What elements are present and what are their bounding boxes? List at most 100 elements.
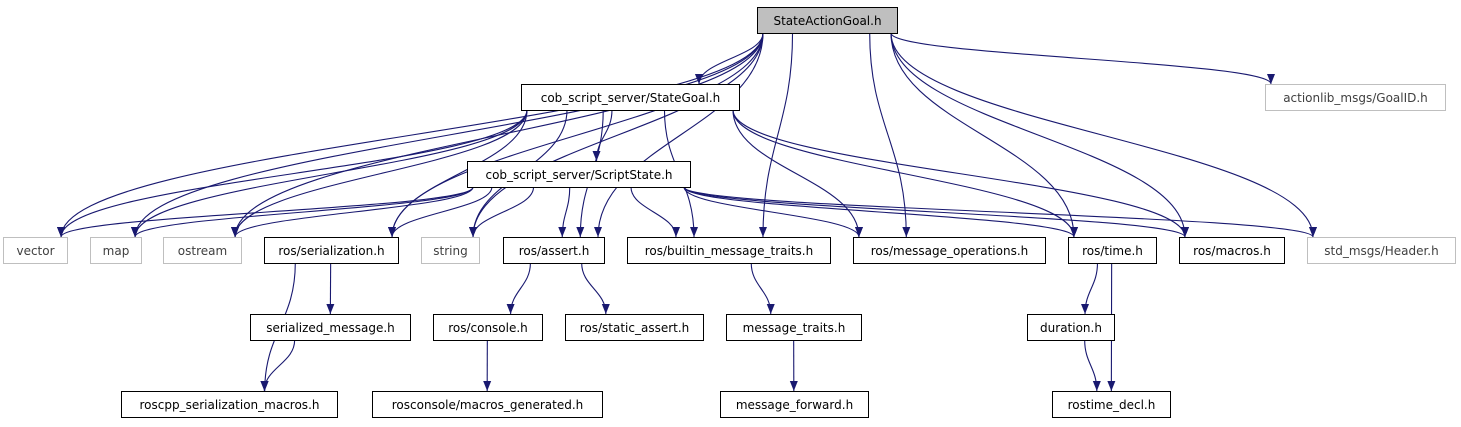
edge-stategoal-to-serialization xyxy=(388,109,528,238)
node-box xyxy=(121,391,338,418)
node-root[interactable]: StateActionGoal.h xyxy=(757,7,898,34)
edge-root-to-vector xyxy=(57,32,764,238)
node-box xyxy=(521,84,740,111)
node-box xyxy=(853,237,1046,264)
node-label: ros/serialization.h xyxy=(278,244,384,258)
node-time[interactable]: ros/time.h xyxy=(1068,237,1157,264)
node-scriptstate[interactable]: cob_script_server/ScriptState.h xyxy=(467,161,691,188)
edge-stategoal-to-macros xyxy=(732,109,1189,238)
node-string: string xyxy=(421,237,480,264)
edge-scriptstate-to-serialization xyxy=(388,186,493,238)
node-label: ros/builtin_message_traits.h xyxy=(645,244,813,258)
node-msgtraits[interactable]: message_traits.h xyxy=(726,314,862,341)
node-roscpp-macros[interactable]: roscpp_serialization_macros.h xyxy=(121,391,338,418)
edge-scriptstate-to-ostream xyxy=(231,186,474,238)
edges-layer xyxy=(57,32,1317,392)
node-label: duration.h xyxy=(1040,321,1102,335)
node-box xyxy=(1027,314,1115,341)
edge-duration-to-rostime_decl xyxy=(1084,339,1101,392)
node-msgfwd[interactable]: message_forward.h xyxy=(720,391,869,418)
edge-root-to-goalid xyxy=(890,32,1275,85)
node-label: cob_script_server/ScriptState.h xyxy=(485,168,672,182)
node-box xyxy=(1179,237,1285,264)
node-box xyxy=(372,391,603,418)
node-box xyxy=(503,237,605,264)
edge-root-to-assert xyxy=(594,32,764,238)
node-bmt[interactable]: ros/builtin_message_traits.h xyxy=(627,237,831,264)
edge-time-to-duration xyxy=(1081,262,1099,315)
node-label: ros/static_assert.h xyxy=(580,321,690,335)
edge-assert-to-console xyxy=(506,262,531,315)
node-msgops[interactable]: ros/message_operations.h xyxy=(853,237,1046,264)
edge-bmt-to-msgtraits xyxy=(750,262,775,315)
edge-scriptstate-to-assert xyxy=(558,186,571,238)
node-console[interactable]: ros/console.h xyxy=(433,314,543,341)
edge-scriptstate-to-msgops xyxy=(683,186,863,238)
node-box xyxy=(3,237,68,264)
node-box xyxy=(467,161,691,188)
edge-scriptstate-to-time xyxy=(683,186,1078,238)
nodes-layer: StateActionGoal.h actionlib_msgs/GoalID.h… xyxy=(3,7,1456,418)
node-map: map xyxy=(90,237,142,264)
node-box xyxy=(565,314,704,341)
node-goalid: actionlib_msgs/GoalID.h xyxy=(1265,84,1446,111)
node-box xyxy=(1265,84,1446,111)
node-box xyxy=(421,237,480,264)
edge-scriptstate-to-macros xyxy=(683,186,1189,238)
node-label: actionlib_msgs/GoalID.h xyxy=(1283,91,1428,105)
node-macros-gen[interactable]: rosconsole/macros_generated.h xyxy=(372,391,603,418)
node-label: ros/time.h xyxy=(1082,244,1143,258)
node-box xyxy=(90,237,142,264)
node-assert[interactable]: ros/assert.h xyxy=(503,237,605,264)
node-label: rosconsole/macros_generated.h xyxy=(392,398,583,412)
node-box xyxy=(250,314,411,341)
edge-assert-to-static_assert xyxy=(581,262,610,315)
node-label: ros/assert.h xyxy=(519,244,590,258)
node-label: message_traits.h xyxy=(743,321,846,335)
edge-root-to-time xyxy=(890,32,1078,238)
node-box xyxy=(757,7,898,34)
node-sermsg[interactable]: serialized_message.h xyxy=(250,314,411,341)
node-serialization[interactable]: ros/serialization.h xyxy=(264,237,399,264)
node-label: rostime_decl.h xyxy=(1068,398,1156,412)
node-box xyxy=(433,314,543,341)
edge-stategoal-to-map xyxy=(131,109,528,238)
node-label: ros/message_operations.h xyxy=(871,244,1029,258)
node-label: map xyxy=(103,244,130,258)
node-macros[interactable]: ros/macros.h xyxy=(1179,237,1285,264)
edge-stategoal-to-msgops xyxy=(732,109,863,238)
edge-root-to-macros xyxy=(890,32,1189,238)
node-label: std_msgs/Header.h xyxy=(1324,244,1438,258)
node-stategoal[interactable]: cob_script_server/StateGoal.h xyxy=(521,84,740,111)
edge-stategoal-to-time xyxy=(732,109,1078,238)
node-label: ostream xyxy=(178,244,227,258)
node-ostream: ostream xyxy=(163,237,242,264)
edge-root-to-bmt xyxy=(758,32,794,238)
node-box xyxy=(1052,391,1171,418)
node-box xyxy=(726,314,862,341)
node-box xyxy=(1068,237,1157,264)
edge-root-to-string xyxy=(469,32,764,238)
edge-scriptstate-to-header xyxy=(683,186,1317,238)
node-label: serialized_message.h xyxy=(266,321,395,335)
node-static-assert[interactable]: ros/static_assert.h xyxy=(565,314,704,341)
node-label: message_forward.h xyxy=(736,398,853,412)
edge-sermsg-to-roscpp_macros xyxy=(260,339,296,392)
edge-scriptstate-to-string xyxy=(469,186,535,238)
edge-root-to-msgops xyxy=(869,32,911,238)
node-rostime-decl[interactable]: rostime_decl.h xyxy=(1052,391,1171,418)
edge-stategoal-to-vector xyxy=(57,109,528,238)
node-label: roscpp_serialization_macros.h xyxy=(140,398,320,412)
node-vector: vector xyxy=(3,237,68,264)
node-label: StateActionGoal.h xyxy=(773,14,881,28)
node-duration[interactable]: duration.h xyxy=(1027,314,1115,341)
edge-root-to-header xyxy=(890,32,1317,238)
edge-scriptstate-to-bmt xyxy=(630,186,680,238)
node-label: vector xyxy=(16,244,54,258)
node-label: ros/macros.h xyxy=(1193,244,1271,258)
node-box xyxy=(627,237,831,264)
edge-root-to-map xyxy=(131,32,764,238)
node-header: std_msgs/Header.h xyxy=(1307,237,1456,264)
edge-scriptstate-to-map xyxy=(131,186,474,238)
